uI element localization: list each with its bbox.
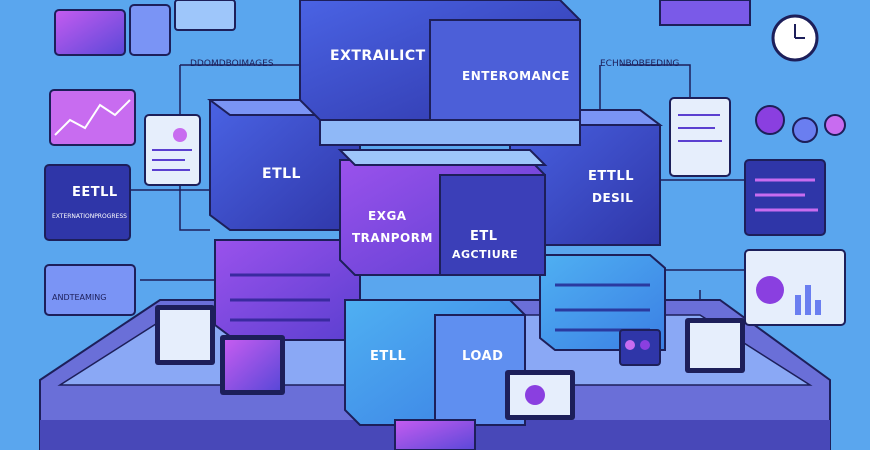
center-label-3: AGCTIURE — [452, 248, 518, 261]
left-title-card: EETLL EXTERNATIONPROGRESS — [44, 164, 131, 241]
center-block-transform: EXGA TRANPORM ETL AGCTIURE — [337, 149, 548, 276]
right-block-label-1: ETTLL — [588, 169, 634, 184]
left-lower-block — [214, 239, 361, 341]
bottom-right-label: LOAD — [462, 349, 503, 364]
center-label-2: TRANPORM — [352, 231, 433, 245]
top-block-label: EXTRAILICT — [330, 48, 426, 64]
top-left-cards: DDOMDBOIMAGES — [54, 0, 274, 69]
left-chart-card — [49, 89, 136, 146]
top-right-widgets: ECHNBOBEEDING — [600, 0, 819, 69]
left-lower-card-label: ANDTEAMING — [52, 293, 106, 302]
left-block-label: ETLL — [262, 166, 301, 182]
left-card-title: EETLL — [72, 185, 118, 200]
center-label-etl: ETL — [470, 229, 498, 244]
right-lower-block — [539, 254, 666, 351]
right-cards — [669, 97, 846, 236]
laptop-icon — [394, 370, 575, 450]
top-block-extract: EXTRAILICT ENTEROMANCE — [299, 0, 581, 146]
left-lower-card: ANDTEAMING — [44, 264, 136, 316]
top-right-callout: ECHNBOBEEDING — [600, 59, 679, 69]
left-widget — [144, 114, 201, 186]
top-right-block-label: ENTEROMANCE — [462, 69, 570, 83]
top-left-callout: DDOMDBOIMAGES — [190, 59, 274, 69]
monitor-icon — [155, 305, 745, 395]
left-card-sub: EXTERNATIONPROGRESS — [52, 213, 127, 220]
right-block-label-2: DESIL — [592, 191, 633, 205]
server-icon — [619, 329, 661, 366]
bottom-left-label: ETLL — [370, 349, 406, 364]
chart-icon — [744, 249, 846, 326]
clock-icon — [771, 14, 819, 62]
bottom-block-load: ETLL LOAD — [344, 299, 526, 426]
center-label-1: EXGA — [368, 209, 407, 223]
